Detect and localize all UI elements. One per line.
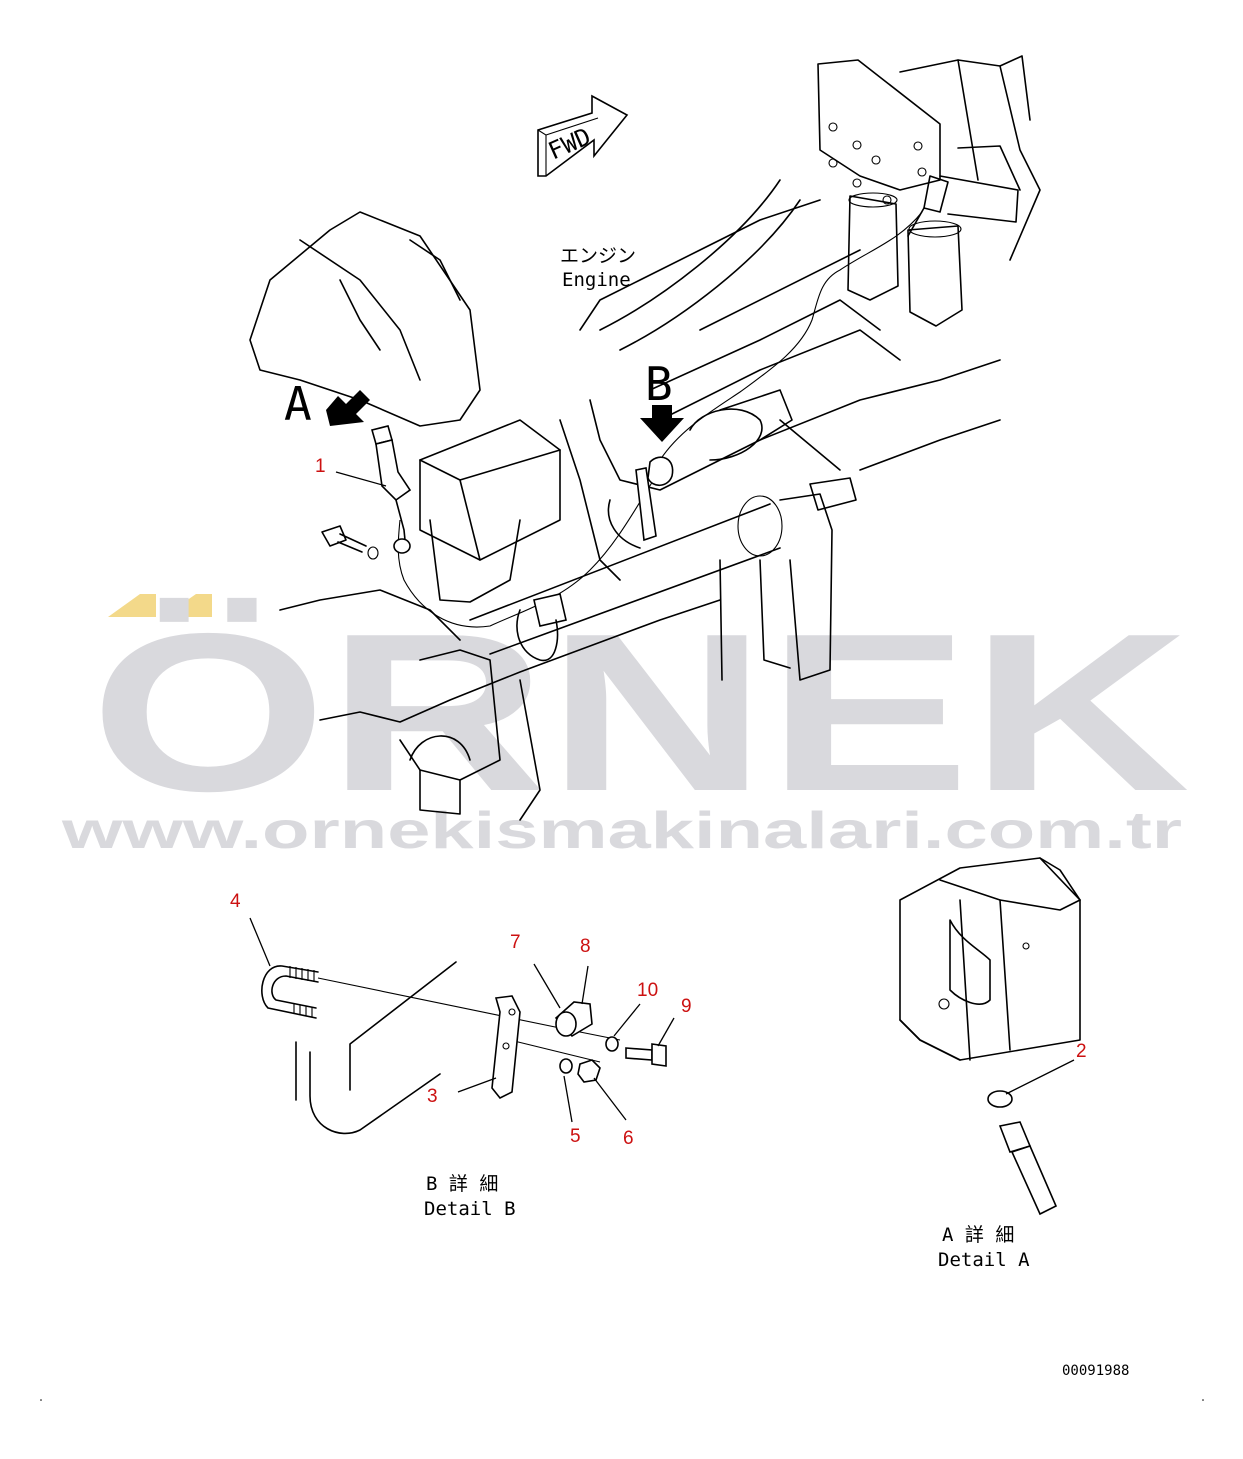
watermark-accent-mark: [108, 594, 156, 617]
watermark-accent-mark: [163, 594, 212, 617]
callout-3: 3: [427, 1086, 438, 1107]
callout-10: 10: [637, 980, 658, 1001]
callout-1: 1: [315, 456, 326, 477]
detail-a-caption-en: Detail A: [938, 1249, 1030, 1271]
detail-b-drawing: [261, 961, 667, 1135]
engine-label-jp: エンジン: [560, 245, 636, 267]
watermark: ÖRNEK www.ornekismakinalari.com.tr: [61, 586, 1190, 860]
view-arrow-b: [640, 405, 684, 442]
corner-mark: [40, 1399, 42, 1401]
callout-6: 6: [623, 1128, 634, 1149]
watermark-url: www.ornekismakinalari.com.tr: [61, 802, 1182, 860]
callout-8: 8: [580, 936, 591, 957]
view-letter-b: B: [645, 357, 673, 411]
callout-leaders: [249, 471, 1075, 1123]
callouts: 1 2 3 4 5 6 7 8 9 10: [230, 456, 1087, 1149]
corner-mark: [1202, 1399, 1204, 1401]
drawing-number: 00091988: [1062, 1363, 1129, 1379]
view-letter-a: A: [284, 377, 312, 431]
main-assembly-drawing: [249, 55, 1041, 821]
watermark-brand: ÖRNEK: [90, 586, 1190, 838]
detail-b-caption-en: Detail B: [424, 1198, 516, 1220]
detail-a-caption-jp: A 詳 細: [942, 1224, 1014, 1246]
callout-2: 2: [1076, 1041, 1087, 1062]
callout-5: 5: [570, 1126, 581, 1147]
forward-direction-arrow: FWD: [537, 94, 629, 177]
detail-a-drawing: [899, 857, 1081, 1216]
view-arrow-a: [326, 390, 370, 426]
callout-7: 7: [510, 932, 521, 953]
callout-9: 9: [681, 996, 692, 1017]
callout-4: 4: [230, 891, 241, 912]
view-indicator-b: B: [640, 357, 684, 442]
engine-label-en: Engine: [562, 269, 631, 291]
detail-b-caption-jp: B 詳 細: [426, 1173, 498, 1195]
view-indicator-a: A: [284, 377, 370, 431]
